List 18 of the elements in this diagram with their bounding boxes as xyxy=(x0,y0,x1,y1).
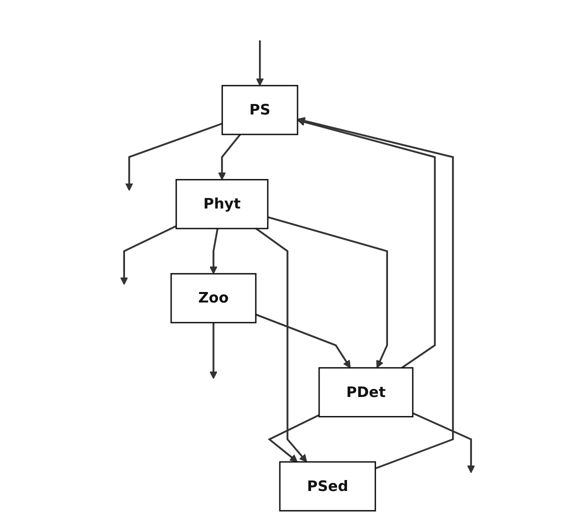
arrow xyxy=(125,122,223,191)
arrow xyxy=(268,414,320,462)
arrow xyxy=(218,134,241,180)
arrow xyxy=(412,412,476,474)
arrow xyxy=(120,225,177,285)
arrow xyxy=(210,322,218,380)
arrow xyxy=(255,228,308,462)
arrow xyxy=(297,118,436,369)
arrow xyxy=(256,40,264,86)
arrow xyxy=(297,117,454,470)
process-box: PDet xyxy=(318,367,414,418)
arrow xyxy=(210,228,218,274)
process-box: PS xyxy=(222,84,298,136)
arrow xyxy=(268,216,388,368)
process-box: PSed xyxy=(279,461,376,512)
arrow xyxy=(255,314,351,368)
process-box: Zoo xyxy=(170,273,256,324)
process-box: Phyt xyxy=(176,179,268,230)
